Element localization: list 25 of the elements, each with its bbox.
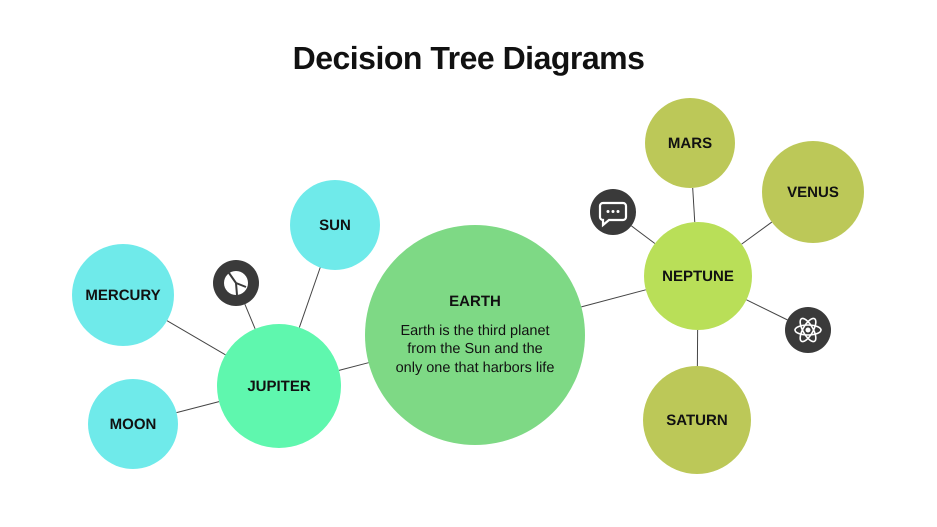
- connector-line: [166, 320, 226, 356]
- connector-line: [580, 289, 646, 308]
- connector-line: [696, 330, 698, 366]
- node-title: MARS: [668, 134, 712, 152]
- node-title: JUPITER: [247, 378, 311, 394]
- chat-bubble-icon: [590, 189, 636, 235]
- connector-line: [692, 187, 696, 223]
- node-title: EARTH: [449, 293, 501, 310]
- connector-line: [630, 225, 656, 244]
- node-title: SATURN: [666, 412, 728, 428]
- node-title: MOON: [110, 416, 156, 432]
- atom-icon: [785, 307, 831, 353]
- connector-line: [746, 299, 788, 320]
- node-title: MERCURY: [85, 286, 161, 304]
- connector-line: [176, 401, 220, 414]
- connector-line: [741, 222, 772, 245]
- node-title: VENUS: [787, 184, 839, 200]
- pie-chart-icon: [213, 260, 259, 306]
- diagram-title: Decision Tree Diagrams: [292, 40, 644, 77]
- connector-line: [244, 304, 256, 330]
- connector-line: [298, 267, 321, 328]
- node-description: Earth is the third planet from the Sun and the only one that harbors life: [395, 322, 555, 377]
- connector-line: [338, 362, 370, 371]
- node-title: SUN: [319, 216, 351, 234]
- node-title: NEPTUNE: [662, 268, 734, 284]
